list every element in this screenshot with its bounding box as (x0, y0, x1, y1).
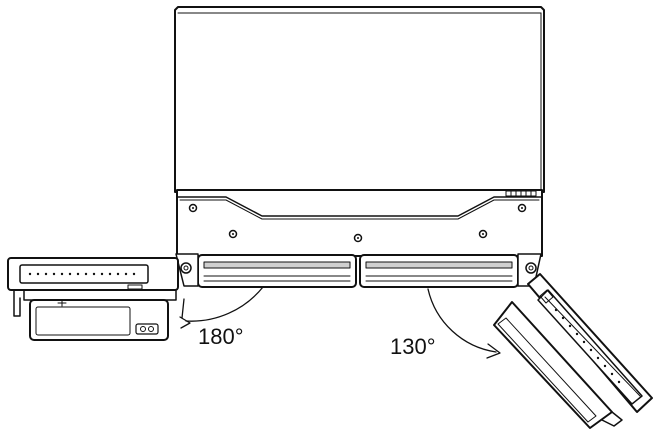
swing-arc-130 (427, 288, 501, 359)
angle-label-180: 180° (198, 324, 244, 349)
swing-arc-180 (179, 286, 264, 329)
left-handle-rail (197, 254, 357, 288)
right-door-vent-dots (554, 308, 621, 384)
right-handle-rail (359, 254, 519, 288)
left-door-open-180 (7, 257, 179, 341)
right-door-open-130 (493, 273, 653, 429)
cabinet-body (174, 6, 545, 193)
angle-label-130: 130° (390, 334, 436, 359)
left-door-vent-dots (28, 272, 136, 276)
left-hinge (175, 253, 199, 287)
bracket-panel (176, 189, 543, 257)
